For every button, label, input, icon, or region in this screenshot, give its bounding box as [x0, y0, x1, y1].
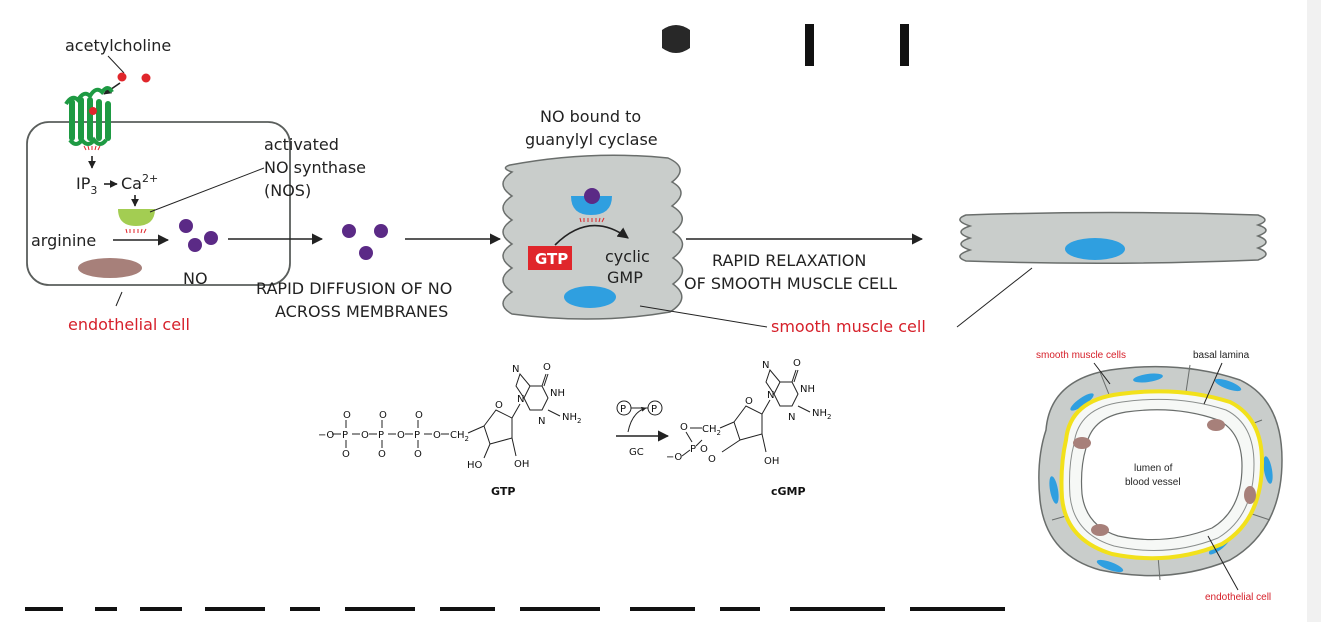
svg-text:N: N	[762, 360, 769, 371]
gtp-structure-label: GTP	[491, 485, 515, 498]
svg-text:O: O	[342, 449, 350, 460]
svg-text:N: N	[512, 364, 519, 375]
activated-nos-label-3: (NOS)	[264, 181, 311, 200]
no-molecule	[359, 246, 373, 260]
ip3-label: IP3	[76, 174, 97, 197]
svg-text:O: O	[379, 410, 387, 421]
svg-text:N: N	[517, 394, 524, 405]
cgmp-structure-label: cGMP	[771, 485, 806, 498]
svg-text:O: O	[745, 396, 753, 407]
acetylcholine-dot	[117, 72, 127, 82]
svg-text:P: P	[414, 430, 420, 441]
svg-text:O: O	[415, 410, 423, 421]
arginine-label: arginine	[31, 231, 96, 250]
endothelial-cell-label: endothelial cell	[68, 315, 190, 334]
no-molecule	[342, 224, 356, 238]
gtp-to-cgmp-reaction: −O P O O O P O O O P O O O CH2 O	[318, 358, 831, 498]
gc-reaction-arrow: P P GC	[616, 400, 670, 458]
bound-no	[584, 188, 600, 204]
svg-text:O: O	[343, 410, 351, 421]
svg-text:O: O	[361, 430, 369, 441]
no-molecule	[204, 231, 218, 245]
acetylcholine-label: acetylcholine	[65, 36, 171, 55]
gtp-box	[528, 246, 572, 270]
svg-text:N: N	[767, 390, 774, 401]
no-diffusion-panel: RAPID DIFFUSION OF NO ACROSS MEMBRANES	[228, 224, 502, 321]
no-label: NO	[183, 269, 208, 288]
svg-text:NH2: NH2	[562, 412, 581, 425]
svg-text:OH: OH	[764, 456, 779, 467]
lumen-label-1: lumen of	[1134, 463, 1173, 474]
svg-text:O: O	[495, 400, 503, 411]
svg-text:NH: NH	[800, 384, 815, 395]
page-edge-strip	[1307, 0, 1321, 622]
svg-text:−O: −O	[318, 430, 334, 441]
svg-text:P: P	[342, 430, 348, 441]
svg-text:P: P	[378, 430, 384, 441]
svg-text:P: P	[690, 444, 696, 455]
svg-text:O: O	[397, 430, 405, 441]
no-molecule	[188, 238, 202, 252]
svg-text:O: O	[700, 444, 708, 455]
svg-text:CH2: CH2	[702, 424, 721, 437]
relaxed-smooth-muscle-cell	[959, 211, 1267, 265]
no-molecule	[374, 224, 388, 238]
acetylcholine-dot	[141, 73, 151, 83]
svg-text:OH: OH	[514, 459, 529, 470]
acetylcholine-receptor	[64, 86, 114, 146]
gc-label: GC	[629, 447, 644, 458]
cropped-bottom-text-fragments	[25, 607, 1005, 611]
svg-text:O: O	[543, 362, 551, 373]
svg-text:NH2: NH2	[812, 408, 831, 421]
svg-text:O: O	[433, 430, 441, 441]
smooth-muscle-cells-label: smooth muscle cells	[1036, 350, 1126, 361]
lumen-label-2: blood vessel	[1125, 477, 1181, 488]
activated-nos-label-2: NO synthase	[264, 158, 366, 177]
no-molecule	[179, 219, 193, 233]
svg-text:O: O	[680, 422, 688, 433]
svg-text:O: O	[378, 449, 386, 460]
smooth-muscle-cell-panel: NO bound to guanylyl cyclase GTP cyclic …	[502, 107, 684, 320]
svg-text:CH2: CH2	[450, 430, 469, 443]
svg-text:O: O	[414, 449, 422, 460]
calcium-label: Ca2+	[121, 172, 158, 193]
vessel-lumen	[1080, 409, 1243, 541]
svg-text:HO: HO	[467, 460, 483, 471]
activated-nos-label-1: activated	[264, 135, 339, 154]
gtp-box-label: GTP	[535, 250, 568, 268]
endothelial-cell-outline	[26, 121, 291, 286]
smooth-muscle-cell-label: smooth muscle cell	[771, 317, 926, 336]
svg-text:P: P	[651, 404, 657, 415]
relaxation-panel: RAPID RELAXATION OF SMOOTH MUSCLE CELL s…	[639, 211, 1267, 336]
svg-text:−O: −O	[666, 452, 682, 463]
blood-vessel-cross-section: lumen of blood vessel smooth muscle cell…	[1036, 350, 1283, 603]
svg-text:O: O	[793, 358, 801, 369]
no-bound-label-1: NO bound to	[540, 107, 641, 126]
endothelial-nucleus	[78, 258, 142, 278]
svg-text:NH: NH	[550, 388, 565, 399]
no-bound-label-2: guanylyl cyclase	[525, 130, 658, 149]
relax-label-2: OF SMOOTH MUSCLE CELL	[684, 274, 897, 293]
guanylyl-cyclase	[571, 196, 612, 215]
gtp-structure: −O P O O O P O O O P O O O CH2 O	[318, 362, 581, 498]
svg-text:N: N	[538, 416, 545, 427]
smooth-muscle-nucleus	[564, 286, 616, 308]
diffusion-label-1: RAPID DIFFUSION OF NO	[256, 279, 452, 298]
svg-text:N: N	[788, 412, 795, 423]
basal-lamina-label: basal lamina	[1193, 350, 1250, 361]
endothelial-cell-panel: acetylcholine IP3 Ca2+	[26, 36, 366, 334]
relaxed-cell-nucleus	[1065, 238, 1125, 260]
relax-label-1: RAPID RELAXATION	[712, 251, 866, 270]
gmp-label: GMP	[607, 268, 643, 287]
svg-text:P: P	[620, 404, 626, 415]
diffusion-label-2: ACROSS MEMBRANES	[275, 302, 448, 321]
cropped-title-fragments	[662, 24, 909, 66]
cgmp-structure: −O P O O CH2 O O OH N N O NH N	[666, 358, 831, 498]
contracted-smooth-muscle-cell	[502, 154, 684, 320]
nos-enzyme	[118, 209, 155, 226]
svg-text:O: O	[708, 454, 716, 465]
vessel-endothelial-cell-label: endothelial cell	[1205, 592, 1271, 603]
cyclic-label: cyclic	[605, 247, 650, 266]
